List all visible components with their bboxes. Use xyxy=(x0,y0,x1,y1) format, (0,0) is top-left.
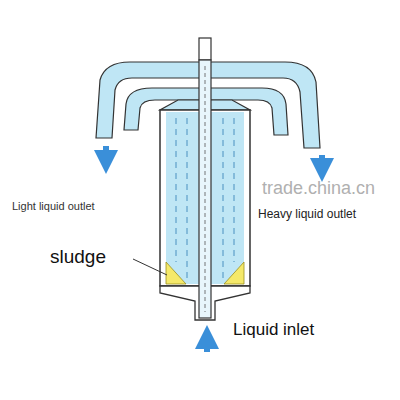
inlet-label: Liquid inlet xyxy=(233,320,314,340)
outlet-label: Light liquid outlet xyxy=(12,200,95,213)
watermark: trade.china.cn xyxy=(262,178,375,199)
leader-line xyxy=(133,259,167,275)
central-shaft xyxy=(199,60,211,318)
shaft-cap xyxy=(199,38,211,60)
inlet-arrow xyxy=(204,337,210,352)
outlet-arrow xyxy=(103,146,109,162)
flow-line xyxy=(176,118,177,262)
sludge-deposit xyxy=(224,262,244,284)
sludge-deposit xyxy=(166,262,186,284)
part-label: sludge xyxy=(50,246,106,268)
shaft-axis xyxy=(205,66,206,312)
outlet-label: Heavy liquid outlet xyxy=(258,208,356,222)
flow-line xyxy=(187,118,188,278)
outlet-arrow xyxy=(319,155,325,170)
flow-line xyxy=(234,118,235,262)
flow-line xyxy=(223,118,224,278)
